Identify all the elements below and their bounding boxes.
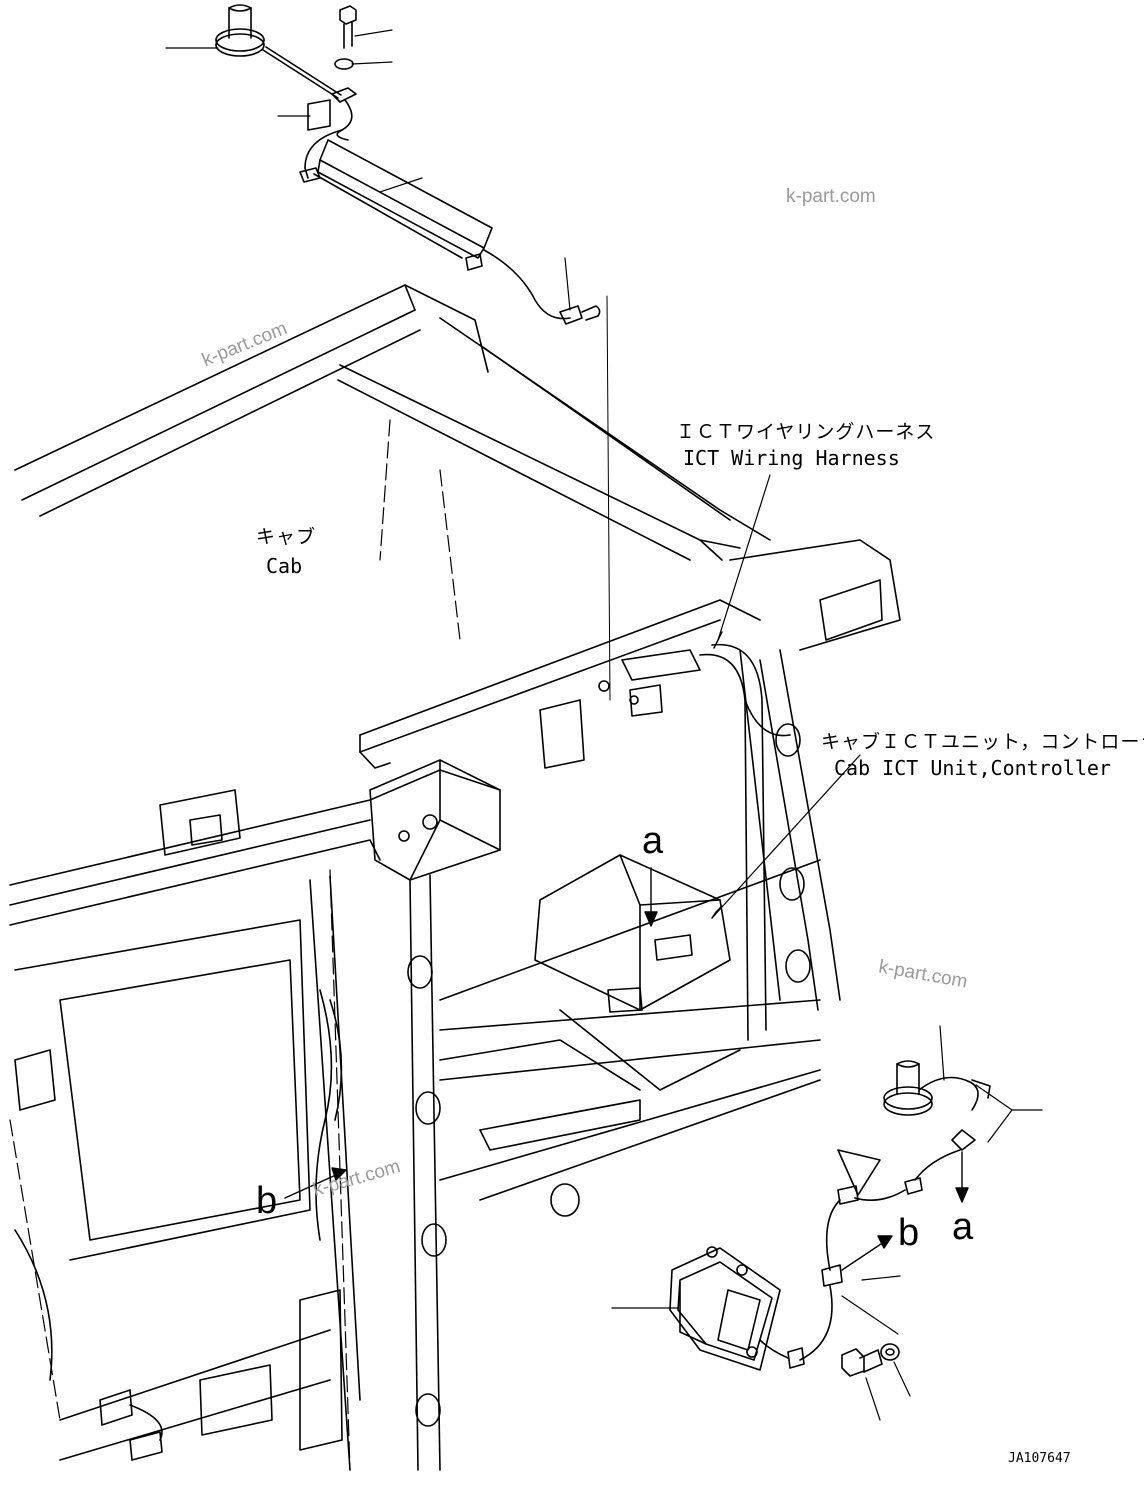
unit-label-jp: キャブＩＣＴユニット，コントローラ	[821, 731, 1144, 753]
cab-label-jp: キャブ	[256, 526, 317, 548]
view-arrows	[284, 631, 969, 1271]
harness-leader-line	[606, 295, 611, 701]
view-a-marker-top: a	[642, 820, 664, 862]
view-a-marker-detail: a	[952, 1206, 974, 1248]
callout-leaders	[165, 29, 1043, 1421]
washer-detail	[880, 1343, 900, 1361]
view-b-marker-main: b	[256, 1180, 278, 1222]
antenna-assembly-top	[215, 4, 601, 325]
view-b-marker-detail: b	[898, 1212, 920, 1254]
harness-label-en: ICT Wiring Harness	[683, 446, 900, 470]
ict-controller-detail	[669, 1246, 781, 1371]
unit-label-en: Cab ICT Unit,Controller	[834, 756, 1111, 780]
drawing-code: JA107647	[1008, 1451, 1071, 1466]
watermark: k-part.com	[786, 186, 876, 207]
bolt-detail	[841, 1348, 883, 1377]
harness-label-jp: ＩＣＴワイヤリングハーネス	[676, 421, 936, 443]
cab-label-en: Cab	[266, 554, 303, 578]
antenna-assembly-detail	[669, 1060, 991, 1377]
ict-controller-box	[534, 854, 741, 1091]
